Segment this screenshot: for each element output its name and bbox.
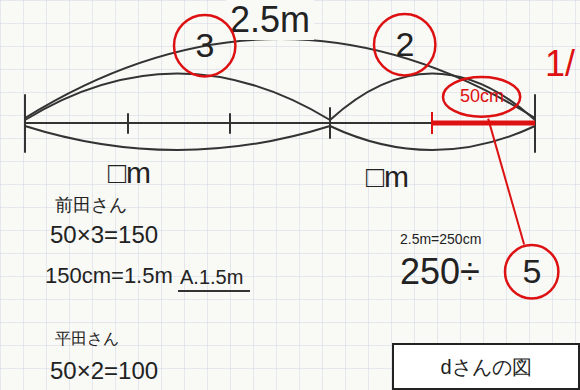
node-text: 5 [523, 253, 542, 290]
leader-connector [488, 119, 524, 245]
node-text: 3 [196, 27, 215, 64]
conversion: 2.5m=250cm [400, 232, 481, 247]
student-name: 平田さん [55, 330, 119, 348]
calculation: 250÷ [400, 252, 480, 292]
node-text: 50cm [460, 87, 504, 107]
answer-underline [178, 290, 250, 292]
node-text: dさんの図 [440, 356, 531, 378]
student-name: 前田さん [55, 196, 127, 216]
answer: A.1.5m [180, 266, 243, 288]
total-length: 2.5m [226, 0, 314, 40]
calculation: 50×2=100 [50, 358, 158, 384]
figure-caption-box: dさんの図 [392, 343, 580, 390]
circled-number: 3 [172, 13, 237, 78]
calculation: 50×3=150 [50, 222, 158, 248]
conversion: 150cm=1.5m [45, 264, 173, 288]
circled-number: 5 [503, 243, 560, 300]
node-text: 2 [396, 26, 415, 63]
fraction-note: 1/ [545, 44, 575, 84]
circled-number: 2 [372, 12, 437, 77]
circled-length: 50cm [441, 75, 522, 119]
unknown-length: □m [108, 156, 151, 189]
unknown-length: □m [366, 160, 409, 193]
